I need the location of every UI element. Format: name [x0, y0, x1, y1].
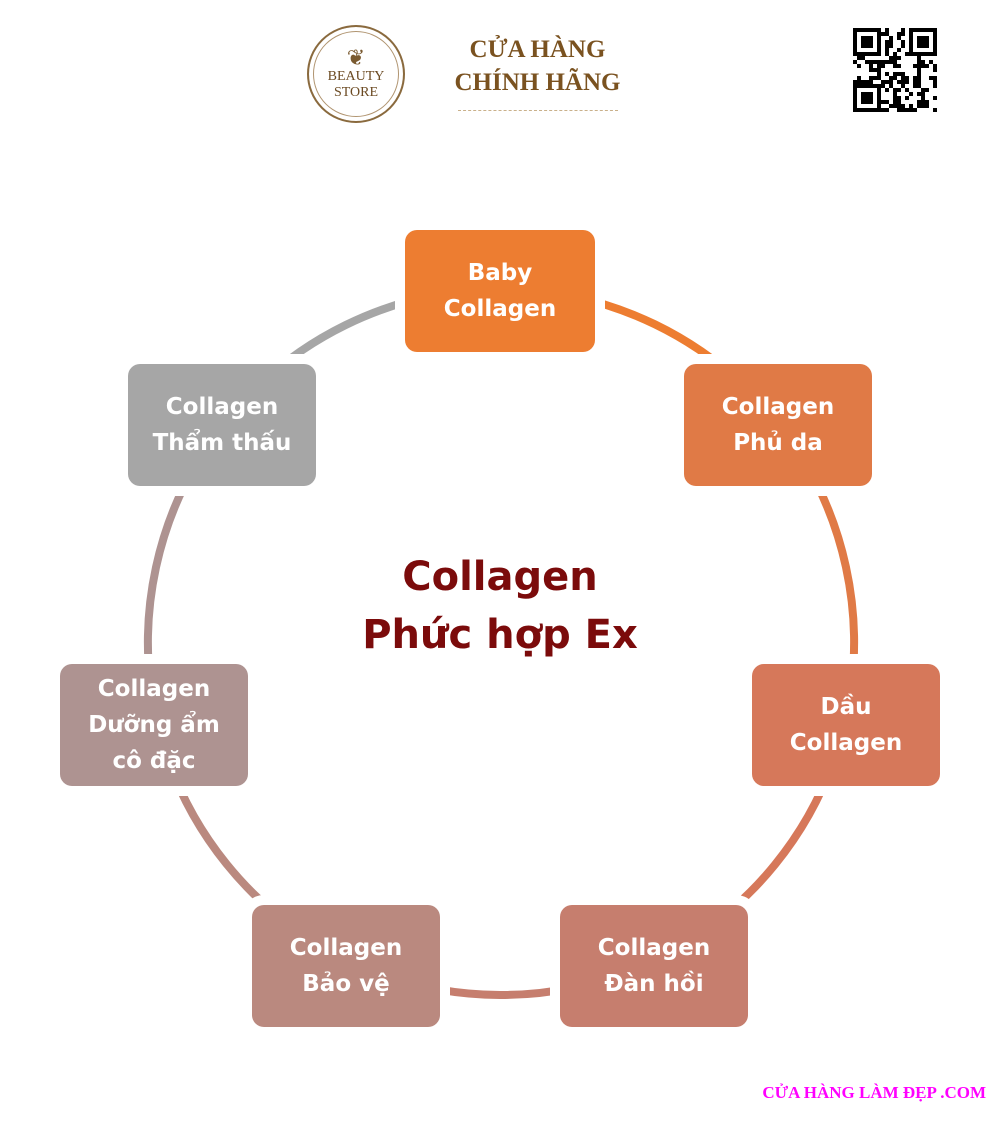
center-title: Collagen Phức hợp Ex — [300, 548, 700, 664]
cycle-item-label: Collagen — [443, 296, 557, 322]
cycle-item-label: Đàn hồi — [604, 971, 704, 997]
cycle-item-label: Collagen — [289, 935, 403, 961]
shop-title-line2: CHÍNH HÃNG — [454, 69, 621, 96]
logo-text-2: STORE — [333, 85, 379, 100]
cycle-item-label: Thẩm thấu — [152, 430, 292, 456]
shop-title-line1: CỬA HÀNG — [469, 36, 606, 63]
cycle-item-label: Collagen — [597, 935, 711, 961]
cycle-item-label: Collagen — [97, 676, 211, 702]
vine-divider — [458, 110, 618, 117]
cycle-item-label: Bảo vệ — [302, 971, 390, 997]
footer-brand: CỬA HÀNG LÀM ĐẸP .COM — [762, 1083, 986, 1102]
cycle-item-label: Dầu — [820, 694, 872, 720]
shop-title: CỬA HÀNG CHÍNH HÃNG — [430, 33, 645, 99]
logo-text-1: BEAUTY — [327, 69, 385, 84]
cycle-item-label: Collagen — [789, 730, 903, 756]
cycle-item-label: Collagen — [721, 394, 835, 420]
center-title-line1: Collagen — [402, 554, 598, 600]
cycle-item-label: Baby — [467, 260, 533, 286]
cycle-item-label: Dưỡng ẩm — [88, 712, 220, 738]
ornament-icon: ❦ — [346, 45, 366, 70]
cycle-item-label: Collagen — [165, 394, 279, 420]
beauty-store-logo: ❦ BEAUTY STORE — [307, 25, 405, 123]
center-title-line2: Phức hợp Ex — [362, 612, 638, 658]
cycle-item-label: Phủ da — [733, 430, 823, 456]
cycle-item-label: cô đặc — [112, 748, 196, 774]
qr-code-icon — [853, 28, 937, 112]
